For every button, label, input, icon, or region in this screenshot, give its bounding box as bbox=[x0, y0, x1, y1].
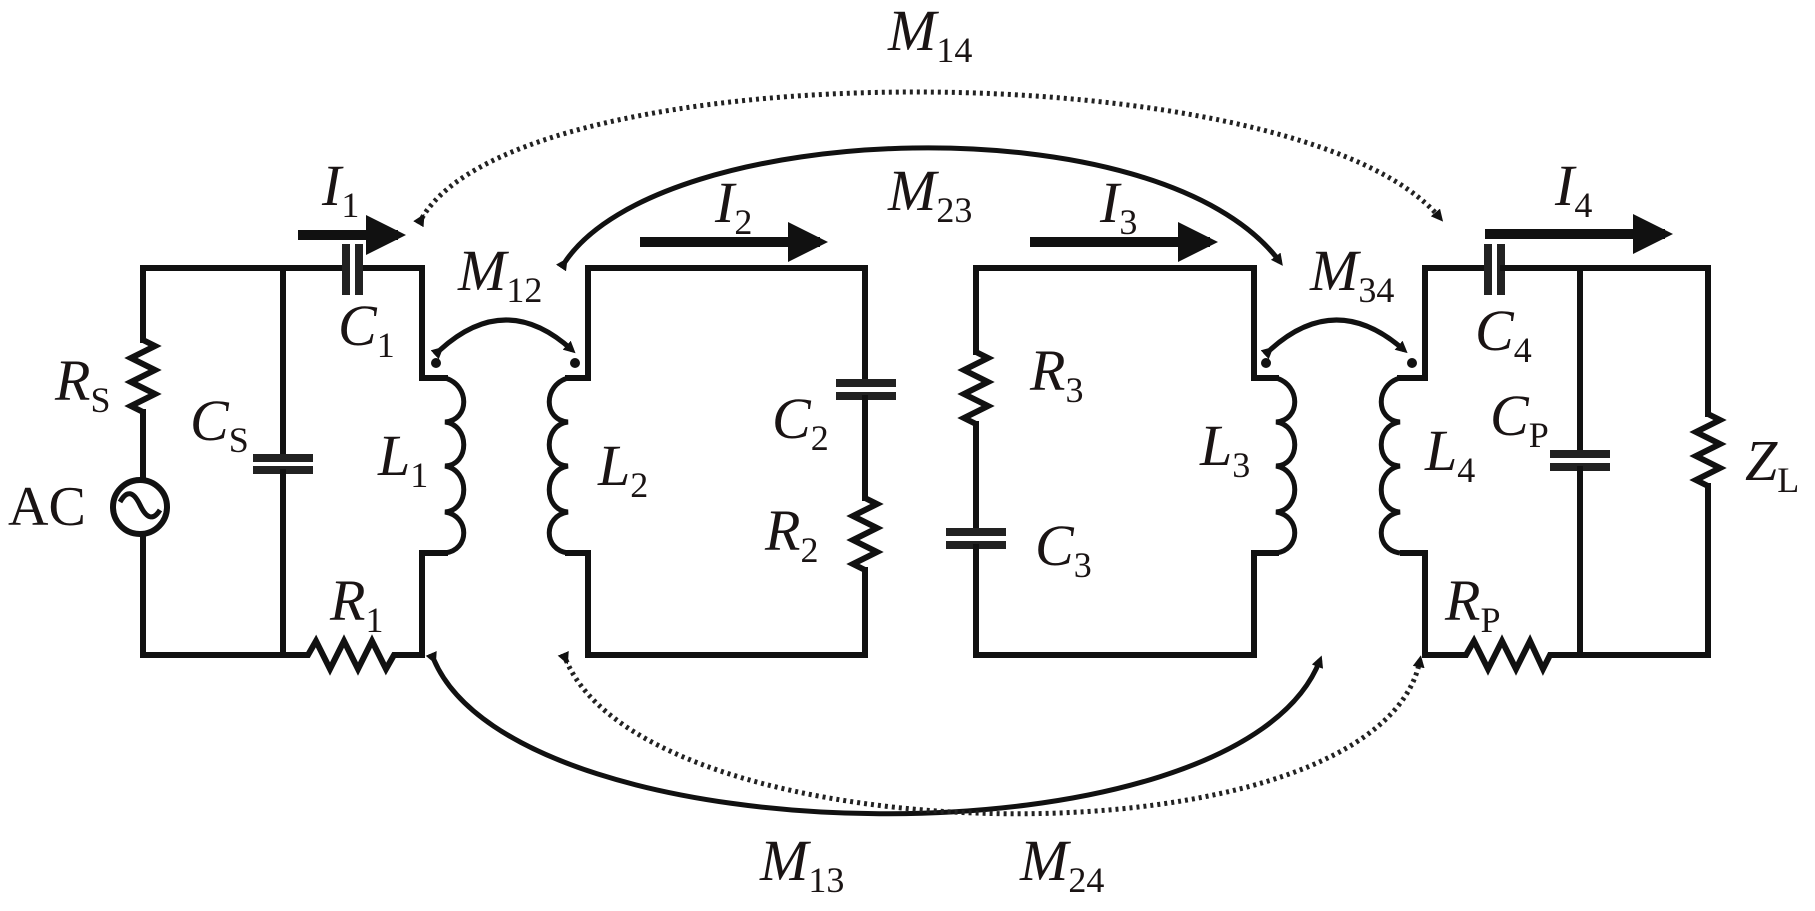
capacitor-cp bbox=[1550, 450, 1610, 471]
inductor-l3 bbox=[1275, 375, 1298, 556]
label-ac: AC bbox=[8, 476, 86, 538]
label-r1: R1 bbox=[329, 568, 383, 640]
capacitor-c4 bbox=[1484, 244, 1505, 295]
label-m34: M34 bbox=[1309, 238, 1394, 310]
dot-l3 bbox=[1261, 358, 1271, 368]
label-i1: I1 bbox=[321, 153, 359, 225]
label-m12: M12 bbox=[457, 238, 542, 310]
inductor-l1 bbox=[444, 375, 467, 556]
coupling-arc-m13 bbox=[425, 651, 1324, 817]
label-i2: I2 bbox=[714, 170, 752, 242]
resistor-rp bbox=[1400, 550, 1580, 676]
resistor-r2 bbox=[846, 495, 884, 573]
dot-l1 bbox=[431, 358, 441, 368]
capacitor-c3 bbox=[946, 528, 1006, 549]
label-rp: RP bbox=[1444, 568, 1500, 640]
label-l3: L3 bbox=[1199, 413, 1250, 485]
label-m13: M13 bbox=[759, 828, 844, 900]
coupling-arc-m24 bbox=[557, 651, 1425, 817]
coupling-arc-m14 bbox=[413, 89, 1444, 228]
label-c2: C2 bbox=[772, 386, 829, 458]
coupling-arc-m12 bbox=[430, 317, 576, 360]
capacitor-c2 bbox=[836, 379, 896, 400]
label-i3: I3 bbox=[1099, 170, 1137, 242]
label-zl: ZL bbox=[1745, 428, 1799, 500]
resistor-rs bbox=[124, 337, 162, 415]
label-r3: R3 bbox=[1029, 338, 1083, 410]
label-c1: C1 bbox=[338, 293, 395, 365]
inductor-l4 bbox=[1378, 375, 1401, 556]
label-r2: R2 bbox=[764, 498, 818, 570]
label-rs: RS bbox=[54, 348, 110, 420]
coupling-arc-m23 bbox=[556, 145, 1283, 272]
label-c4: C4 bbox=[1475, 298, 1532, 370]
capacitor-cs bbox=[253, 454, 313, 474]
capacitor-c1 bbox=[342, 244, 363, 295]
dot-l4 bbox=[1407, 358, 1417, 368]
label-cs: CS bbox=[190, 388, 249, 460]
inductor-l2 bbox=[546, 375, 569, 556]
label-m14: M14 bbox=[887, 0, 972, 70]
source-loop bbox=[110, 244, 467, 676]
label-cp: CP bbox=[1490, 383, 1549, 455]
coupling-arc-m34 bbox=[1260, 317, 1408, 360]
load-loop bbox=[1378, 244, 1727, 676]
label-c3: C3 bbox=[1035, 513, 1092, 585]
resistor-r1 bbox=[285, 553, 425, 676]
resistor-r3 bbox=[957, 349, 995, 427]
resistor-zl bbox=[1689, 411, 1727, 489]
label-l1: L1 bbox=[377, 423, 428, 495]
label-l4: L4 bbox=[1424, 418, 1475, 490]
label-l2: L2 bbox=[597, 433, 648, 505]
dot-l2 bbox=[570, 358, 580, 368]
label-m24: M24 bbox=[1019, 828, 1104, 900]
label-i4: I4 bbox=[1554, 153, 1592, 225]
sine-wave-icon bbox=[117, 491, 163, 520]
label-m23: M23 bbox=[887, 158, 972, 230]
